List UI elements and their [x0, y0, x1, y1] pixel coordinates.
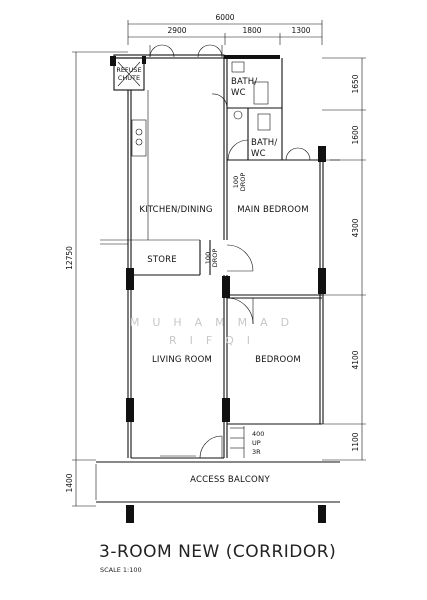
label-bath1-2: WC — [231, 88, 246, 98]
dim-top-total: 6000 — [215, 13, 234, 22]
left-dimensions: 12750 1400 — [65, 51, 128, 507]
dim-top-2: 1800 — [242, 26, 261, 35]
dim-left-total: 12750 — [65, 246, 74, 270]
dim-left-bottom: 1400 — [65, 473, 74, 492]
label-kitchen-dining: KITCHEN/DINING — [139, 205, 212, 215]
drop2-label: DROP — [211, 249, 219, 268]
dim-top-1: 2900 — [167, 26, 186, 35]
watermark-line2: RIFQI — [169, 334, 263, 347]
label-bedroom: BEDROOM — [255, 355, 301, 365]
plan-scale: SCALE 1:100 — [100, 566, 142, 574]
dim-right-5: 1100 — [351, 432, 360, 451]
label-store: STORE — [147, 255, 177, 265]
dim-right-3: 4300 — [351, 218, 360, 237]
annotations: 100 DROP 100 DROP 400 UP 3R — [204, 173, 264, 456]
label-bath1-1: BATH/ — [231, 77, 257, 87]
dim-right-1: 1650 — [351, 74, 360, 93]
columns — [126, 146, 326, 523]
label-bath2-2: WC — [251, 149, 266, 159]
watermark: MUHAMMAD RIFQI — [130, 316, 302, 347]
top-dimensions: 6000 2900 1800 1300 — [127, 13, 323, 45]
right-dimensions: 1650 1600 4300 4100 1100 — [322, 57, 366, 461]
watermark-line1: MUHAMMAD — [130, 316, 302, 329]
drop1-label: DROP — [239, 173, 247, 192]
stairs-risers: 3R — [252, 448, 261, 456]
drop1-value: 100 — [232, 176, 240, 188]
stairs-height: 400 — [252, 430, 264, 438]
stairs-direction: UP — [252, 439, 261, 447]
label-access-balcony: ACCESS BALCONY — [190, 475, 270, 485]
refuse-chute-box — [113, 57, 145, 91]
label-main-bedroom: MAIN BEDROOM — [237, 205, 308, 215]
dim-top-3: 1300 — [291, 26, 310, 35]
dim-right-2: 1600 — [351, 125, 360, 144]
doors — [149, 44, 340, 459]
label-refuse-chute-2: CHUTE — [118, 74, 140, 82]
label-refuse-chute-1: REFUSE — [116, 66, 141, 74]
dim-right-4: 4100 — [351, 350, 360, 369]
drop2-value: 100 — [204, 252, 212, 264]
label-bath2-1: BATH/ — [251, 138, 277, 148]
room-labels: REFUSE CHUTE BATH/ WC BATH/ WC KITCHEN/D… — [116, 66, 308, 485]
plan-title: 3-ROOM NEW (CORRIDOR) — [99, 542, 336, 562]
label-living-room: LIVING ROOM — [152, 355, 212, 365]
